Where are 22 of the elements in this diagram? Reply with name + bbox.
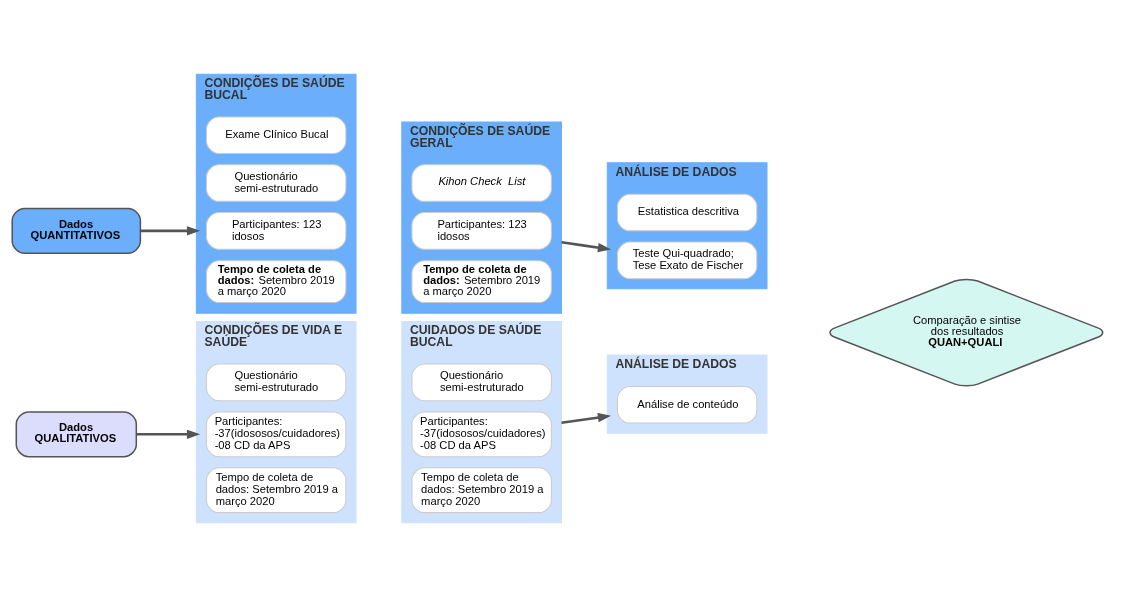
node-box: Dados QUANTITATIVOS bbox=[11, 207, 142, 254]
node-box: Análise de conteúdo bbox=[616, 386, 758, 424]
node-box: Teste Qui-quadrado; Tese Exato de Fischer bbox=[616, 241, 758, 280]
node-box: Estatistica descritiva bbox=[616, 193, 758, 232]
node-box: Questionário semi-estruturado bbox=[206, 164, 347, 202]
node-box: Participantes: 123 idosos bbox=[206, 212, 347, 250]
node-box: Participantes: -37(idososos/cuidadores) -08 CD da APS bbox=[411, 411, 552, 458]
arrow bbox=[136, 429, 201, 439]
arrow bbox=[561, 412, 612, 425]
node-box: Participantes: 123 idosos bbox=[411, 212, 552, 250]
node-box: Participantes: -37(idososos/cuidadores) -08 CD da APS bbox=[206, 411, 347, 458]
node-box: Questionário semi-estruturado bbox=[411, 363, 552, 402]
node-box: Tempo de coleta de dados: Setembro 2019 a março 2020 bbox=[206, 260, 347, 304]
node-box: Questionário semi-estruturado bbox=[206, 363, 347, 402]
node-box: Tempo de coleta de dados: Setembro 2019 a março 2020 bbox=[411, 467, 552, 514]
arrow bbox=[561, 241, 612, 253]
node-box: Tempo de coleta de dados: Setembro 2019 a março 2020 bbox=[206, 467, 347, 514]
node-box: Tempo de coleta de dados: Setembro 2019 a março 2020 bbox=[411, 260, 552, 304]
node-box: Kihon Check List bbox=[411, 164, 552, 202]
arrow bbox=[140, 226, 201, 236]
node-box: Dados QUALITATIVOS bbox=[15, 411, 138, 458]
node-box: Exame Clínico Bucal bbox=[206, 116, 347, 155]
